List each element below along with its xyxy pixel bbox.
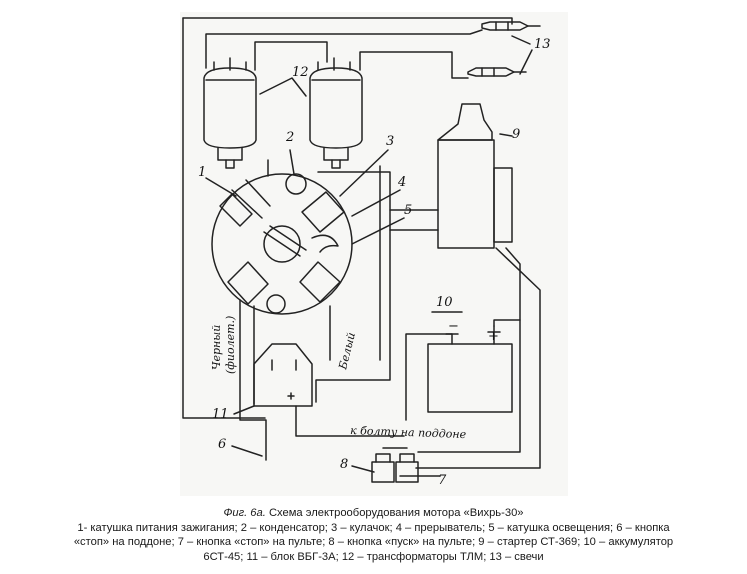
- label-11: 11: [212, 407, 229, 422]
- wire-label-violet: (фиолет.): [224, 316, 237, 374]
- left-outer-wire: [182, 17, 266, 419]
- leader-8: [351, 465, 375, 473]
- leader-6: [231, 445, 263, 457]
- caption-legend-line-2: «стоп» на поддоне; 7 – кнопка «стоп» на …: [73, 536, 674, 548]
- leader-5: [351, 217, 405, 245]
- spark-plug-lower: [467, 67, 527, 77]
- coil-right-hv-wire: [359, 51, 469, 79]
- label-10: 10: [436, 295, 453, 310]
- leader-1: [205, 177, 237, 197]
- wire-label-black: Черный: [210, 325, 223, 370]
- ground-wire: [295, 405, 405, 437]
- figure-caption: Фиг. 6а. Схема электрооборудования мотор…: [0, 506, 747, 564]
- coil-link-wire: [254, 41, 328, 71]
- label-6: 6: [218, 437, 226, 452]
- leader-9: [499, 133, 513, 137]
- label-3: 3: [386, 134, 394, 149]
- ground-note: к болту на поддоне: [350, 424, 467, 441]
- ignition-transformer-right: [309, 57, 363, 169]
- label-4: 4: [397, 175, 406, 190]
- label-7: 7: [438, 473, 447, 488]
- label-5: 5: [404, 203, 412, 218]
- battery-6st-45: [405, 319, 521, 421]
- label-9: 9: [512, 127, 520, 142]
- leader-13: [511, 35, 533, 75]
- schematic-panel: [180, 12, 568, 496]
- battery-plus: +: [488, 329, 499, 344]
- caption-title: Схема электрооборудования мотора «Вихрь-…: [265, 507, 524, 519]
- label-13: 13: [534, 37, 551, 52]
- starter-st-369: [389, 103, 541, 469]
- coil-left-hv-wire: [205, 29, 483, 69]
- spark-plug-upper: [481, 21, 541, 31]
- caption-legend-line-1: 1- катушка питания зажигания; 2 – конден…: [77, 521, 670, 534]
- figure-number: Фиг. 6а.: [223, 507, 266, 519]
- label-12: 12: [292, 65, 309, 80]
- caption-title-line: Фиг. 6а. Схема электрооборудования мотор…: [0, 506, 747, 521]
- leader-12: [259, 77, 307, 97]
- label-8: 8: [340, 457, 348, 472]
- capacitor-symbol: [285, 173, 307, 195]
- ignition-transformer-left: [203, 57, 257, 169]
- leader-3: [339, 149, 389, 197]
- stop-button-wire: [239, 299, 267, 461]
- caption-legend-line-3: 6СТ-45; 11 – блок ВБГ-3А; 12 – трансформ…: [203, 550, 544, 563]
- label-1: 1: [198, 165, 206, 180]
- battery-minus: −: [448, 319, 459, 334]
- leader-4: [351, 189, 401, 217]
- leader-2: [289, 149, 295, 175]
- label-2: 2: [285, 130, 294, 145]
